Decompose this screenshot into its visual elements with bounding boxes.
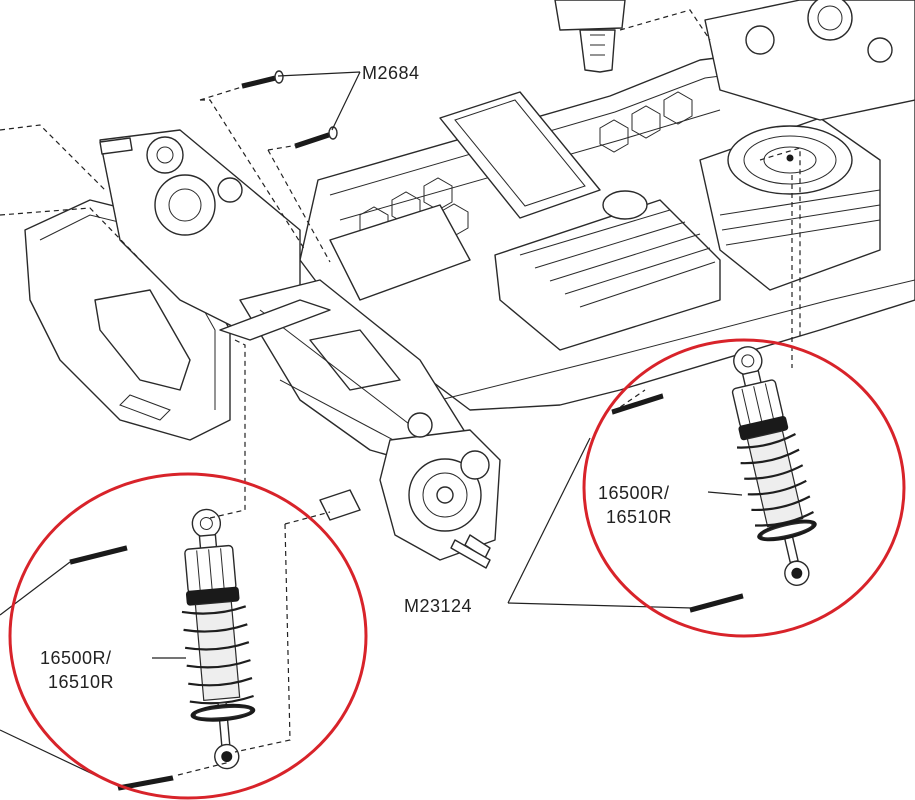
battery-strap: [439, 91, 601, 219]
shock-absorber-left: [181, 508, 256, 770]
label-m23124: M23124: [404, 596, 472, 616]
label-shock-right-part-b: 16510R: [606, 507, 672, 527]
assembly-guide-lines: [0, 9, 801, 776]
label-shock-right-part-a: 16500R/: [598, 483, 670, 503]
motor-with-fan: [699, 117, 881, 291]
servo-saver: [329, 204, 471, 301]
esc-unit: [494, 199, 721, 351]
screw-right-shock-bottom: [689, 593, 744, 613]
label-m2684: M2684: [362, 63, 420, 83]
label-shock-left-part-b: 16510R: [48, 672, 114, 692]
screw-m2684-lower: [294, 126, 338, 149]
chassis-tub: [299, 0, 915, 411]
front-hub-carrier: [379, 412, 501, 561]
screw-left-shock-bottom: [117, 775, 174, 791]
front-suspension: [24, 129, 501, 569]
screw-m2684-upper: [241, 70, 284, 89]
rear-gearbox: [704, 0, 915, 121]
label-shock-left-part-a: 16500R/: [40, 648, 112, 668]
top-component: [554, 0, 626, 73]
screw-right-shock-top: [611, 393, 664, 415]
screw-left-shock-top: [69, 545, 128, 565]
highlight-circle-left: [8, 472, 368, 800]
highlight-circle-right: [582, 338, 906, 638]
shock-absorber-right: [731, 346, 817, 586]
